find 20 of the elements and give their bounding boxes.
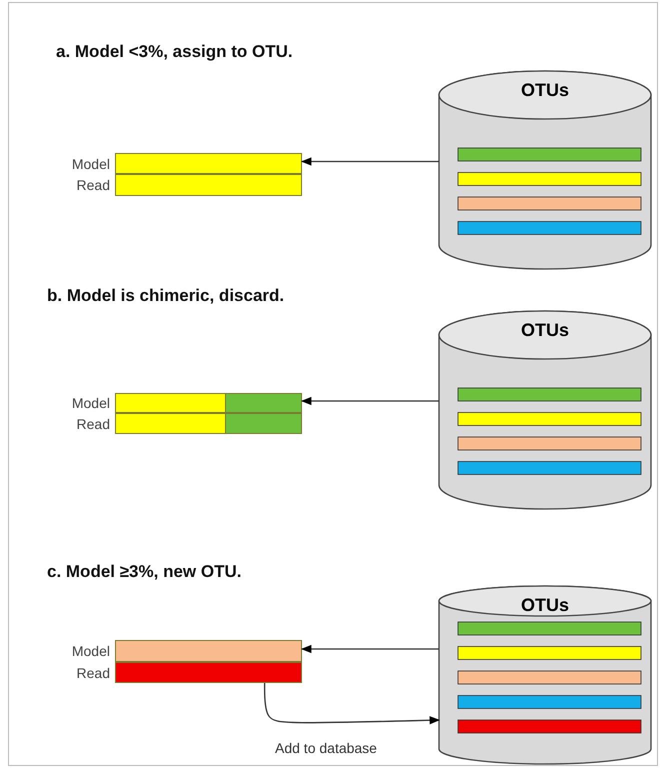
- sequence-label: Read: [76, 177, 110, 193]
- sequence-label: Read: [76, 664, 110, 680]
- section-heading: b. Model is chimeric, discard.: [47, 286, 284, 306]
- arrow: [264, 683, 440, 724]
- arrow: [300, 644, 439, 654]
- database-cylinder: [438, 585, 652, 765]
- section-heading: a. Model <3%, assign to OTU.: [56, 42, 293, 62]
- sequence-label: Model: [72, 643, 110, 659]
- cylinder-title: OTUs: [520, 595, 570, 616]
- arrow: [300, 157, 439, 166]
- database-cylinder: [438, 310, 652, 510]
- database-cylinder: [438, 70, 652, 270]
- sequence-label: Model: [72, 395, 110, 411]
- sequence-label: Read: [76, 416, 110, 432]
- cylinder-title: OTUs: [520, 320, 570, 341]
- section-heading: c. Model ≥3%, new OTU.: [47, 562, 242, 582]
- sequence-label: Model: [72, 156, 110, 172]
- edge-label: Add to database: [275, 740, 377, 756]
- cylinder-title: OTUs: [520, 80, 570, 101]
- arrow: [300, 396, 439, 406]
